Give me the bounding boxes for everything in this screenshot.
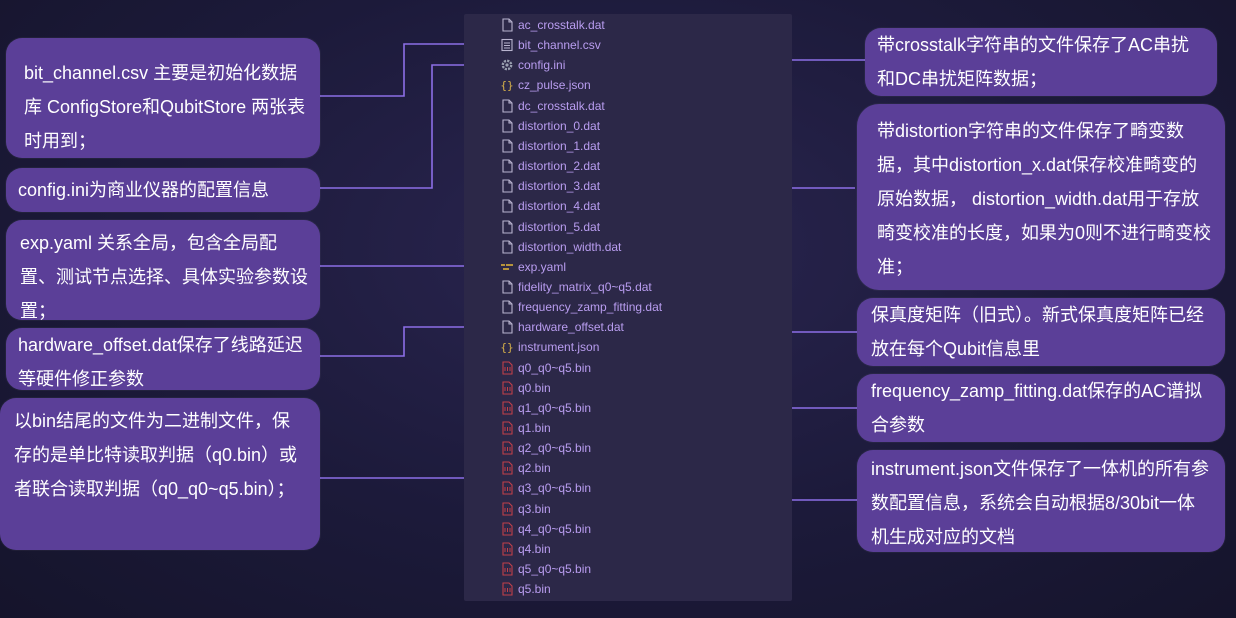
- file-name: distortion_0.dat: [518, 118, 601, 133]
- note-instrument: instrument.json文件保存了一体机的所有参数配置信息，系统会自动根据…: [857, 450, 1225, 552]
- arrow-config: [320, 65, 488, 189]
- note-bin-text: 以bin结尾的文件为二进制文件，保存的是单比特读取判据（q0.bin）或者联合读…: [14, 411, 298, 499]
- note-fidelity: 保真度矩阵（旧式）。新式保真度矩阵已经放在每个Qubit信息里: [857, 298, 1225, 366]
- file-name: frequency_zamp_fitting.dat: [518, 300, 663, 315]
- file-name: q1_q0~q5.bin: [518, 400, 592, 415]
- file-icon: [500, 219, 514, 234]
- file-icon: [500, 139, 514, 153]
- file-name: exp.yaml: [518, 259, 567, 274]
- file-name: distortion_width.dat: [518, 239, 622, 254]
- note-config: config.ini为商业仪器的配置信息: [6, 168, 320, 212]
- binary-file-icon: [500, 522, 514, 536]
- yaml-icon: [500, 260, 514, 274]
- note-exp: exp.yaml 关系全局，包含全局配置、测试节点选择、具体实验参数设置；: [6, 220, 320, 321]
- file-name: fidelity_matrix_q0~q5.dat: [518, 279, 652, 294]
- binary-file-icon: [500, 562, 514, 576]
- csv-file-icon: [500, 38, 514, 52]
- file-name: q0.bin: [518, 380, 551, 395]
- file-name: q4_q0~q5.bin: [518, 521, 592, 536]
- binary-file-icon: [500, 421, 514, 435]
- note-distortion-text: 带distortion字符串的文件保存了畸变数据，其中distortion_x.…: [877, 121, 1212, 277]
- note-instrument-text: instrument.json文件保存了一体机的所有参数配置信息，系统会自动根据…: [871, 459, 1210, 547]
- file-name: distortion_2.dat: [518, 159, 601, 174]
- binary-file-icon: [500, 582, 514, 596]
- note-frequency-text: frequency_zamp_fitting.dat保存的AC谱拟合参数: [871, 381, 1203, 435]
- file-icon: [500, 119, 514, 133]
- arrow-hardware: [320, 327, 488, 357]
- file-name: q2_q0~q5.bin: [518, 441, 592, 456]
- json-braces-icon: {}: [500, 340, 514, 354]
- file-name: q1.bin: [518, 421, 551, 435]
- file-name: distortion_5.dat: [518, 219, 601, 234]
- file-name: cz_pulse.json: [518, 78, 591, 93]
- file-name: distortion_3.dat: [518, 179, 601, 194]
- file-name: q4.bin: [518, 541, 551, 556]
- binary-file-icon: [500, 461, 514, 475]
- svg-text:{}: {}: [500, 79, 513, 92]
- file-name: q5.bin: [518, 582, 551, 597]
- svg-text:{}: {}: [500, 341, 513, 354]
- note-bit-channel: bit_channel.csv 主要是初始化数据库 ConfigStore和Qu…: [6, 38, 320, 158]
- binary-file-icon: [500, 381, 514, 395]
- file-icon: [500, 240, 514, 254]
- file-explorer-panel: ac_crosstalk.dat bit_channel.csv config.in…: [464, 14, 792, 601]
- file-icon: [500, 99, 514, 113]
- file-icon: [500, 300, 514, 314]
- note-config-text: config.ini为商业仪器的配置信息: [18, 180, 270, 200]
- file-name: bit_channel.csv: [518, 38, 601, 53]
- arrow-bit-channel: [320, 44, 488, 97]
- note-hardware-text: hardware_offset.dat保存了线路延迟等硬件修正参数: [18, 335, 303, 389]
- note-hardware: hardware_offset.dat保存了线路延迟等硬件修正参数: [6, 328, 320, 390]
- file-name: instrument.json: [518, 340, 600, 355]
- file-name: q2.bin: [518, 461, 551, 476]
- json-braces-icon: {}: [500, 78, 514, 92]
- file-icon: [500, 18, 514, 32]
- note-distortion: 带distortion字符串的文件保存了畸变数据，其中distortion_x.…: [857, 104, 1225, 290]
- file-icon: [500, 159, 514, 173]
- file-name: hardware_offset.dat: [518, 320, 624, 335]
- file-icon: [500, 179, 514, 193]
- binary-file-icon: [500, 542, 514, 556]
- binary-file-icon: [500, 401, 514, 415]
- note-crosstalk: 带crosstalk字符串的文件保存了AC串扰和DC串扰矩阵数据；: [865, 28, 1217, 96]
- note-frequency: frequency_zamp_fitting.dat保存的AC谱拟合参数: [857, 374, 1225, 442]
- file-name: q3.bin: [518, 501, 551, 516]
- note-fidelity-text: 保真度矩阵（旧式）。新式保真度矩阵已经放在每个Qubit信息里: [871, 305, 1204, 359]
- gear-icon: [500, 58, 514, 72]
- file-icon: [500, 280, 514, 294]
- binary-file-icon: [500, 441, 514, 455]
- binary-file-icon: [500, 502, 514, 516]
- file-name: distortion_4.dat: [518, 199, 601, 214]
- file-name: ac_crosstalk.dat: [518, 18, 605, 32]
- note-bit-channel-text: bit_channel.csv 主要是初始化数据库 ConfigStore和Qu…: [24, 63, 306, 151]
- file-name: q3_q0~q5.bin: [518, 481, 592, 496]
- note-exp-text: exp.yaml 关系全局，包含全局配置、测试节点选择、具体实验参数设置；: [20, 233, 308, 321]
- file-icon: [500, 199, 514, 213]
- file-name: q5_q0~q5.bin: [518, 562, 592, 577]
- binary-file-icon: [500, 481, 514, 495]
- file-name: dc_crosstalk.dat: [518, 98, 605, 113]
- file-icon: [500, 320, 514, 334]
- binary-file-icon: [500, 360, 514, 375]
- note-bin: 以bin结尾的文件为二进制文件，保存的是单比特读取判据（q0.bin）或者联合读…: [0, 398, 320, 550]
- file-name: distortion_1.dat: [518, 138, 601, 153]
- file-name: config.ini: [518, 58, 566, 73]
- note-crosstalk-text: 带crosstalk字符串的文件保存了AC串扰和DC串扰矩阵数据；: [877, 35, 1190, 89]
- file-name: q0_q0~q5.bin: [518, 360, 592, 375]
